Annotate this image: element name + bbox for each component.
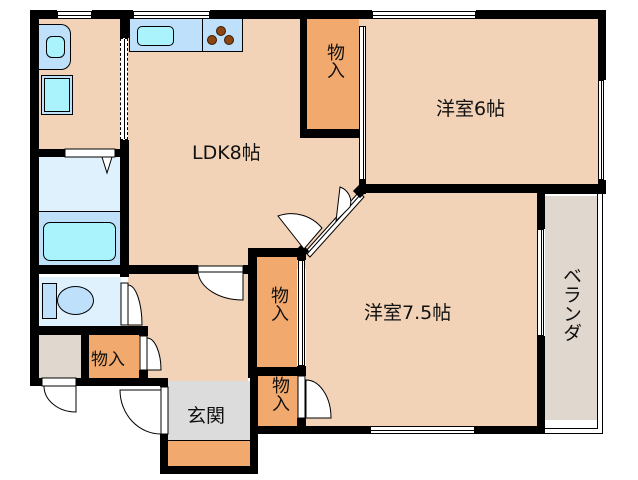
storage-label-top: 物入	[321, 43, 345, 87]
toilet-tank-icon	[42, 283, 57, 319]
sliding-door-veranda[interactable]	[537, 229, 544, 336]
bath-folding-door[interactable]	[64, 148, 116, 158]
wall	[250, 374, 258, 474]
hall-door[interactable]	[197, 271, 244, 301]
kitchen-sink-icon	[137, 26, 174, 46]
room-label-veranda: ベランダ	[558, 266, 582, 349]
wall	[76, 378, 168, 386]
window-washroom[interactable]	[57, 11, 92, 19]
wall	[475, 426, 545, 434]
storage-label-low: 物入	[266, 376, 290, 420]
wall	[30, 378, 42, 386]
wall	[30, 10, 57, 19]
wall	[248, 248, 257, 378]
room-label-western-6: 洋室6帖	[436, 98, 506, 120]
wall	[160, 381, 168, 387]
entrance-step	[168, 441, 250, 466]
veranda-railing	[545, 193, 603, 434]
wall	[250, 367, 306, 376]
window-western-7-5-bottom[interactable]	[370, 426, 475, 434]
wall	[115, 149, 129, 157]
storage-left[interactable]	[89, 335, 139, 378]
ldk-door-7-5[interactable]	[277, 213, 323, 250]
wall	[30, 149, 65, 157]
western-room-6-floor	[366, 19, 598, 184]
wall	[210, 10, 372, 19]
sliding-door-washroom[interactable]	[120, 38, 128, 140]
storage-label-left: 物入	[91, 350, 125, 370]
utility-space	[39, 335, 81, 379]
wall	[297, 418, 306, 432]
wall	[139, 326, 148, 336]
wall	[120, 140, 129, 270]
bathtub-icon	[43, 222, 116, 261]
entrance-floor	[168, 381, 250, 441]
window-western-6-right[interactable]	[598, 80, 604, 180]
wall	[160, 434, 168, 474]
wall	[30, 326, 148, 335]
stove-burner-icon	[224, 35, 234, 45]
storage-label-mid-text: 物入	[268, 286, 289, 322]
room-label-entrance: 玄関	[187, 405, 226, 427]
storage-label-top-text: 物入	[324, 43, 345, 79]
wall	[248, 248, 306, 257]
wall	[81, 335, 89, 385]
wall	[30, 10, 39, 385]
stove-burner-icon	[216, 26, 226, 36]
storage-top[interactable]	[307, 19, 359, 129]
entrance-door[interactable]	[119, 389, 162, 435]
entrance-step-line	[168, 440, 250, 441]
storage-low-door[interactable]	[305, 379, 332, 419]
storage-label-low-text: 物入	[269, 376, 290, 412]
wall	[250, 426, 370, 434]
wall	[120, 265, 129, 277]
wall	[537, 336, 545, 432]
storage-label-mid: 物入	[265, 286, 289, 330]
storage-low[interactable]	[258, 376, 298, 426]
ldk-door-6[interactable]	[335, 186, 352, 223]
utility-door[interactable]	[43, 385, 77, 413]
sliding-door-western-6[interactable]	[359, 26, 366, 180]
wall	[30, 265, 198, 274]
storage-mid[interactable]	[257, 257, 297, 368]
toilet-bowl-icon	[57, 286, 94, 315]
veranda-floor	[545, 196, 597, 420]
wall	[300, 10, 307, 138]
wall	[120, 10, 129, 38]
veranda-railing-inner	[545, 193, 598, 429]
wall	[139, 370, 148, 386]
wall	[598, 10, 606, 80]
room-label-western-7-5: 洋室7.5帖	[364, 302, 452, 324]
washing-machine-inner	[44, 78, 70, 112]
wall	[300, 129, 361, 138]
window-western-6-top[interactable]	[372, 11, 476, 19]
veranda-label-text: ベランダ	[560, 266, 582, 342]
wall	[92, 10, 133, 19]
wall	[476, 10, 606, 19]
storage-left-door[interactable]	[146, 337, 162, 371]
western-room-7-5-floor	[306, 192, 538, 426]
wall	[359, 184, 606, 193]
stove-burner-icon	[207, 35, 217, 45]
wall	[160, 466, 258, 474]
window-kitchen[interactable]	[133, 11, 210, 19]
wall	[537, 193, 545, 229]
sliding-door-storage-mid[interactable]	[298, 260, 305, 366]
stove-divider	[202, 19, 203, 52]
toilet-door[interactable]	[127, 284, 143, 326]
washbasin-bowl-icon	[46, 36, 65, 58]
bath-divider	[39, 211, 121, 212]
room-label-ldk: LDK8帖	[192, 142, 261, 164]
